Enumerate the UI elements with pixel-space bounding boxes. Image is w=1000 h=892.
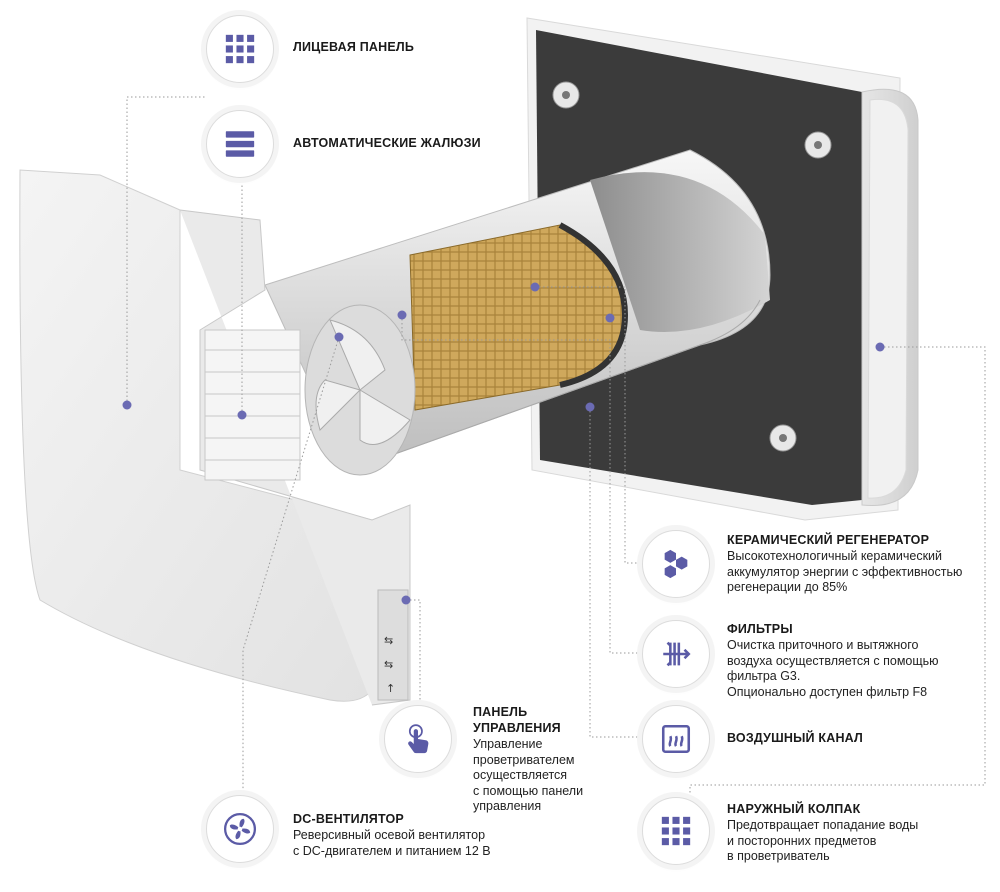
ceramic-regenerator-block [409, 222, 629, 411]
filters-desc: Очистка приточного и вытяжного воздуха о… [727, 638, 939, 699]
control-panel-desc: Управление проветривателем осуществляетс… [473, 737, 584, 813]
grid-icon [206, 15, 274, 83]
outer-hood [861, 88, 919, 507]
auto-shutters-title: АВТОМАТИЧЕСКИЕ ЖАЛЮЗИ [293, 136, 481, 150]
automatic-shutters [204, 329, 301, 481]
outer-hood-title: НАРУЖНЫЙ КОЛПАК [727, 802, 861, 816]
leader-lines [126, 96, 986, 795]
front-panel [19, 169, 411, 706]
dc-fan [304, 304, 416, 476]
touch-hand-icon [384, 705, 452, 773]
svg-text:⇆: ⇆ [384, 634, 393, 647]
shutters-icon [206, 110, 274, 178]
ceramic-regenerator-desc: Высокотехнологичный керамический аккумул… [727, 549, 963, 594]
marker-dots [122, 282, 885, 605]
grid-icon [642, 797, 710, 865]
svg-text:↑: ↑ [386, 682, 395, 695]
dc-fan-desc: Реверсивный осевой вентилятор с DC-двига… [293, 828, 491, 858]
fan-icon [206, 795, 274, 863]
dc-fan-title: DC-ВЕНТИЛЯТОР [293, 812, 404, 826]
outer-hood-desc: Предотвращает попадание воды и посторонн… [727, 818, 919, 863]
honeycomb-icon [642, 530, 710, 598]
control-panel-unit: ⇆ ⇆ ↑ [377, 589, 409, 701]
heat-waves-icon [642, 705, 710, 773]
control-panel-title: ПАНЕЛЬ УПРАВЛЕНИЯ [473, 705, 561, 735]
filter-icon [642, 620, 710, 688]
air-duct-title: ВОЗДУШНЫЙ КАНАЛ [727, 731, 864, 745]
ceramic-regenerator-title: КЕРАМИЧЕСКИЙ РЕГЕНЕРАТОР [727, 533, 930, 547]
front-panel-title: ЛИЦЕВАЯ ПАНЕЛЬ [293, 40, 415, 54]
svg-text:⇆: ⇆ [384, 658, 393, 671]
filters-title: ФИЛЬТРЫ [727, 622, 793, 636]
